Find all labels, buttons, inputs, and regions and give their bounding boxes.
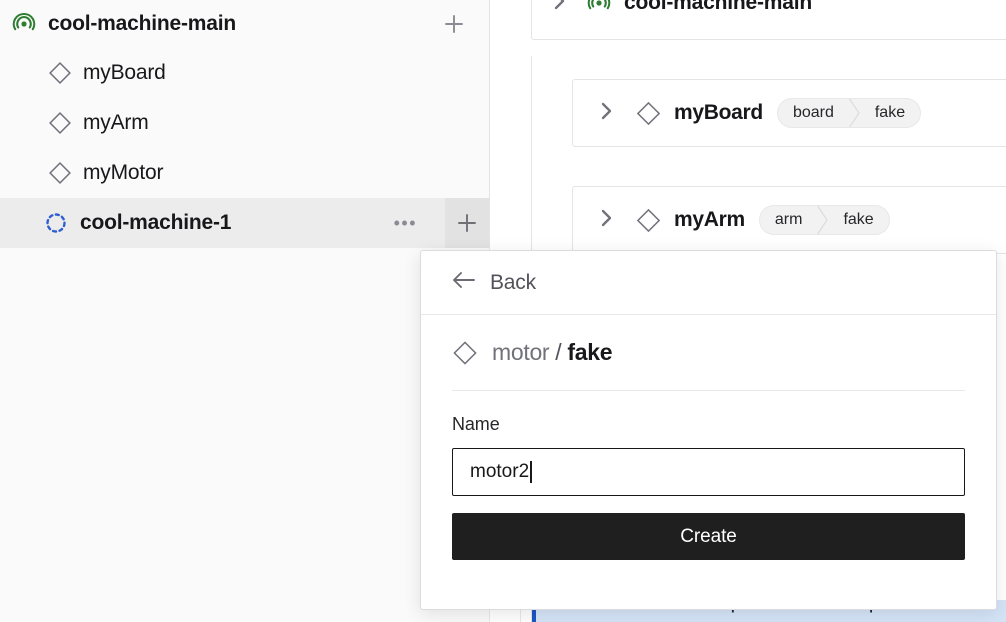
sidebar-title: cool-machine-main xyxy=(48,12,236,35)
create-button-label: Create xyxy=(680,525,737,547)
machine-title: cool-machine-main xyxy=(624,0,812,14)
component-separator: / xyxy=(555,339,562,365)
viam-radar-icon xyxy=(587,0,611,15)
arrow-left-icon xyxy=(452,270,475,295)
modal-header: Back xyxy=(421,251,996,315)
machine-header-card[interactable]: cool-machine-main History xyxy=(531,0,1006,40)
create-button[interactable]: Create xyxy=(452,513,965,560)
add-part-button[interactable] xyxy=(445,198,489,248)
modal-body: motor/fake Name motor2 Create xyxy=(421,315,996,560)
sidebar-item-label: cool-machine-1 xyxy=(80,211,232,234)
sidebar-item-myboard[interactable]: myBoard xyxy=(0,48,489,98)
back-button[interactable]: Back xyxy=(452,270,536,295)
grid-line xyxy=(520,600,521,622)
pill-type: arm xyxy=(774,211,803,228)
sidebar-item-label: myArm xyxy=(83,111,149,134)
part-name: myBoard xyxy=(674,101,763,124)
pill-model: fake xyxy=(843,211,874,228)
sidebar-item-label: myMotor xyxy=(83,161,164,184)
part-card-myarm[interactable]: myArm arm fake xyxy=(572,186,1006,254)
diamond-icon xyxy=(48,111,72,135)
chevron-right-icon[interactable] xyxy=(601,209,612,231)
pill-separator-icon xyxy=(817,206,829,234)
sidebar-item-label: myBoard xyxy=(83,61,166,84)
sidebar-header[interactable]: cool-machine-main xyxy=(0,0,489,48)
part-card-myboard[interactable]: myBoard board fake xyxy=(572,79,1006,147)
diamond-icon xyxy=(636,101,661,126)
sidebar-item-myarm[interactable]: myArm xyxy=(0,98,489,148)
text-caret xyxy=(530,461,532,483)
sidebar: cool-machine-main myBoard myArm xyxy=(0,0,490,248)
name-input-value: motor2 xyxy=(470,461,530,482)
create-component-modal: Back motor/fake Name motor2 Create xyxy=(420,250,997,610)
sidebar-item-mymotor[interactable]: myMotor xyxy=(0,148,489,198)
diamond-icon xyxy=(636,208,661,233)
part-name: myArm xyxy=(674,208,745,231)
part-type-pill: arm fake xyxy=(758,205,890,235)
part-type-pill: board fake xyxy=(776,98,922,128)
viam-radar-icon xyxy=(12,12,36,36)
sidebar-item-cool-machine-1[interactable]: cool-machine-1 ••• xyxy=(0,198,489,248)
chevron-right-icon[interactable] xyxy=(601,102,612,124)
component-model: fake xyxy=(567,339,613,365)
name-field-label: Name xyxy=(452,414,500,434)
back-label: Back xyxy=(490,270,536,294)
component-type-row: motor/fake xyxy=(452,315,965,391)
plus-icon[interactable] xyxy=(443,13,465,35)
ellipsis-icon[interactable]: ••• xyxy=(393,213,417,233)
background-grid-strip xyxy=(490,600,1006,622)
chevron-right-icon[interactable] xyxy=(554,0,565,14)
diamond-icon xyxy=(48,161,72,185)
dashed-circle-spinner-icon xyxy=(44,211,68,235)
sidebar-empty-area xyxy=(0,248,490,622)
name-input[interactable]: motor2 xyxy=(452,448,965,496)
pill-separator-icon xyxy=(848,99,860,127)
pill-type: board xyxy=(792,104,834,121)
pill-model: fake xyxy=(874,104,906,121)
component-type-text: motor/fake xyxy=(492,339,613,366)
diamond-icon xyxy=(452,340,478,366)
component-category: motor xyxy=(492,339,550,365)
diamond-icon xyxy=(48,61,72,85)
